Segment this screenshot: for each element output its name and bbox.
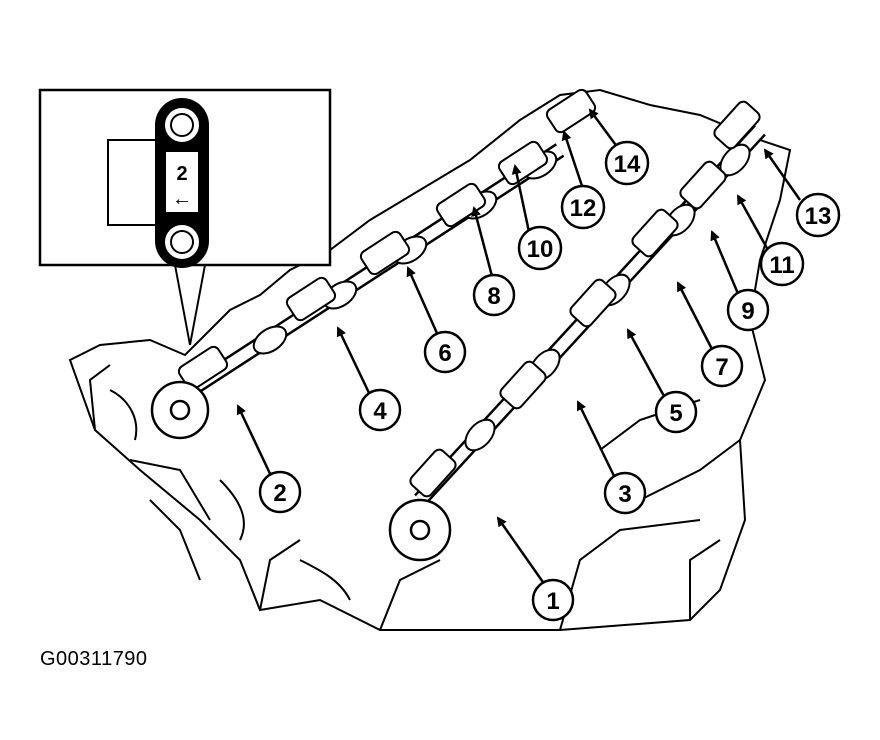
inset-arrow-glyph: ←	[172, 188, 192, 210]
callout-9-label: 9	[741, 298, 754, 325]
callout-1-label: 1	[546, 588, 559, 615]
cam-sprockets	[150, 380, 452, 562]
callout-9: 9	[726, 288, 770, 332]
callout-13: 13	[795, 192, 841, 238]
callout-7-label: 7	[715, 354, 728, 381]
callout-3: 3	[603, 471, 647, 515]
callout-12: 12	[560, 184, 606, 230]
callout-6-label: 6	[438, 340, 451, 367]
callout-7: 7	[700, 344, 744, 388]
callout-14-label: 14	[614, 151, 641, 178]
callout-5-label: 5	[669, 400, 682, 427]
inset-bolt-number: 2	[176, 163, 187, 185]
callout-10-label: 10	[527, 236, 554, 263]
callout-11: 11	[759, 241, 805, 287]
bearing-caps	[177, 88, 761, 498]
callout-4-label: 4	[373, 398, 387, 425]
callout-3-label: 3	[618, 481, 631, 508]
callout-6: 6	[423, 330, 467, 374]
callout-10: 10	[517, 225, 563, 271]
callout-8: 8	[472, 273, 516, 317]
callout-8-label: 8	[487, 283, 500, 310]
inset-detail: 2 ←	[38, 88, 332, 346]
callout-circles: 1 2 3 4 5 6 7 8	[258, 140, 841, 622]
callout-4: 4	[358, 388, 402, 432]
callout-11-label: 11	[769, 252, 794, 279]
callout-1: 1	[531, 578, 575, 622]
callout-12-label: 12	[570, 195, 597, 222]
figure-id: G00311790	[40, 648, 148, 670]
callout-14: 14	[604, 140, 650, 186]
leader-arrows	[236, 108, 802, 586]
callout-5: 5	[654, 390, 698, 434]
callout-2: 2	[258, 470, 302, 514]
callout-13-label: 13	[805, 203, 832, 230]
callout-2-label: 2	[273, 480, 286, 507]
